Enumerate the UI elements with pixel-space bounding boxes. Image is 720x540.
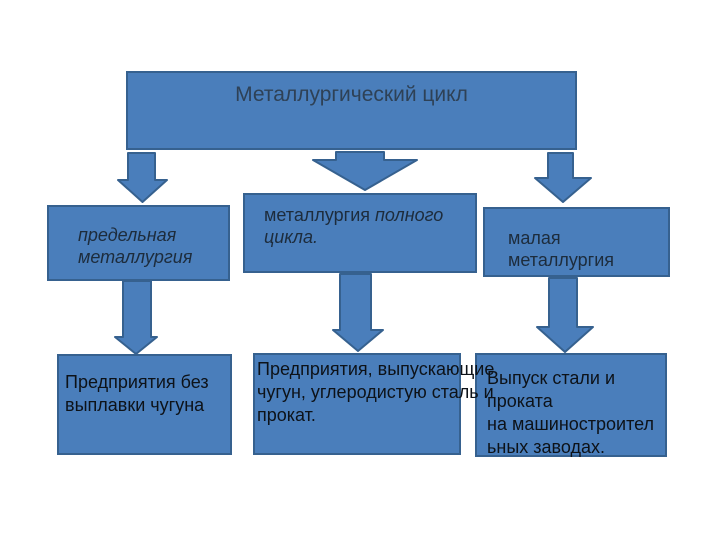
node-full-cycle-metallurgy: металлургия полного цикла.	[243, 193, 477, 273]
node-label: Предприятия без выплавки чугуна	[65, 372, 209, 415]
node-steel-rolled-products-machine-plants: Выпуск стали и проката на машиностроител…	[475, 353, 667, 457]
node-label: Металлургический цикл	[235, 83, 468, 106]
node-label: малая металлургия	[508, 228, 615, 270]
down-arrow-top-left	[117, 152, 168, 203]
node-label: металлургия полного цикла.	[264, 205, 443, 247]
node-label-italic-part: полного цикла.	[264, 205, 444, 247]
down-arrow-mid-middle	[332, 273, 384, 352]
node-label: предельная металлургия	[78, 225, 193, 267]
down-arrow-mid-left	[114, 280, 158, 355]
node-enterprises-without-iron-smelting: Предприятия без выплавки чугуна	[57, 354, 232, 455]
down-arrow-top-middle	[312, 151, 418, 191]
node-label: Предприятия, выпускающие чугун, углероди…	[257, 359, 495, 425]
node-label-regular-part: металлургия	[264, 205, 376, 225]
node-label: Выпуск стали и проката на машиностроител…	[487, 368, 655, 457]
node-predelnaya-metallurgiya: предельная металлургия	[47, 205, 230, 281]
node-metallurgical-cycle: Металлургический цикл	[126, 71, 577, 150]
down-arrow-top-right	[534, 152, 592, 203]
node-small-metallurgy: малая металлургия	[483, 207, 670, 277]
node-enterprises-iron-steel-rolled-output: Предприятия, выпускающие чугун, углероди…	[253, 353, 494, 455]
down-arrow-mid-right	[536, 277, 594, 353]
